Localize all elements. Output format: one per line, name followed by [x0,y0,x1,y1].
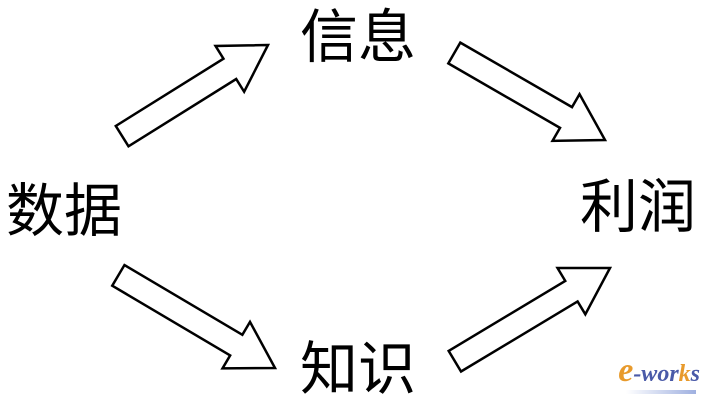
node-data: 数据 [6,177,123,245]
arrow-data-to-information [114,43,271,149]
watermark-k: k [678,361,691,387]
watermark-s: s [690,361,700,387]
watermark-underline [626,390,696,394]
arrow-knowledge-to-profit [446,266,613,374]
watermark-wor: -wor [633,361,679,387]
node-knowledge: 知识 [300,335,417,402]
arrow-information-to-profit [446,40,608,143]
node-profit: 利润 [580,173,697,241]
arrow-data-to-knowledge [110,263,278,370]
watermark-e: e [618,352,634,389]
node-information: 信息 [300,3,417,71]
e-works-watermark-logo: e-works [618,352,700,390]
